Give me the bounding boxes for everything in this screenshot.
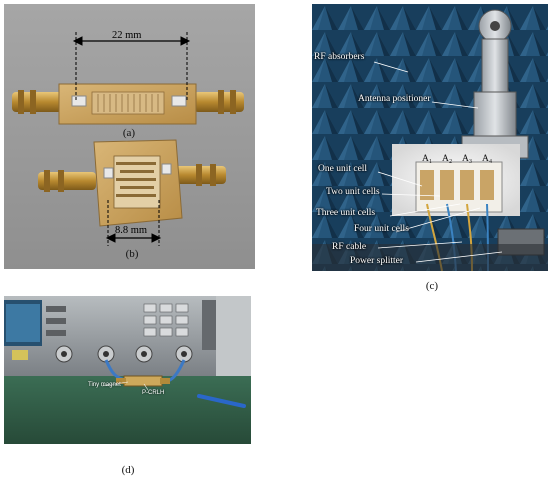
device-b (38, 139, 226, 227)
caption-d: (d) (121, 464, 135, 476)
photo-anechoic-chamber-c: RF absorbers Antenna positioner A₁ A₂ A₃… (312, 4, 548, 271)
dimension-label-a: 22 mm (112, 30, 142, 41)
photo-devices-ab: 22 mm (a) 8.8 mm (b) (4, 4, 255, 269)
label-tiny-magnet: Tiny magnet (88, 382, 121, 388)
label-p-crlh: P-CRLH (142, 390, 165, 396)
sma-connector-left-b (38, 172, 96, 190)
label-antenna-a4: A₄ (482, 154, 493, 164)
p-crlh-device (123, 375, 163, 387)
label-rf-absorbers: RF absorbers (314, 52, 365, 62)
label-antenna-a3: A₃ (462, 154, 473, 164)
dimension-label-b: 8.8 mm (115, 225, 148, 236)
label-two-unit-cells: Two unit cells (326, 187, 380, 197)
dimension-arrow-a (72, 32, 191, 100)
workbench (4, 376, 251, 444)
dimension-arrow-b (105, 200, 162, 246)
label-antenna-a1: A₁ (422, 154, 433, 164)
leader-lines (373, 61, 503, 263)
caption-c: (c) (425, 280, 439, 292)
measurement-photo-svg (4, 296, 251, 444)
vna-keypad (143, 303, 189, 337)
antenna-array (392, 144, 520, 216)
devices-photo-svg (4, 4, 255, 269)
label-antenna-positioner: Antenna positioner (358, 94, 431, 104)
label-one-unit-cell: One unit cell (318, 164, 368, 174)
device-a (12, 83, 244, 125)
caption-b: (b) (125, 248, 139, 260)
label-three-unit-cells: Three unit cells (316, 208, 376, 218)
caption-a: (a) (122, 127, 136, 139)
photo-measurement-setup-d: Tiny magnet P-CRLH (4, 296, 251, 444)
chamber-photo-svg (312, 4, 548, 271)
label-rf-cable: RF cable (332, 242, 367, 252)
label-four-unit-cells: Four unit cells (354, 224, 409, 234)
photo-background (4, 4, 255, 269)
pen (197, 394, 246, 408)
label-power-splitter: Power splitter (350, 256, 404, 266)
label-antenna-a2: A₂ (442, 154, 453, 164)
sma-connector-left-a (12, 92, 62, 112)
